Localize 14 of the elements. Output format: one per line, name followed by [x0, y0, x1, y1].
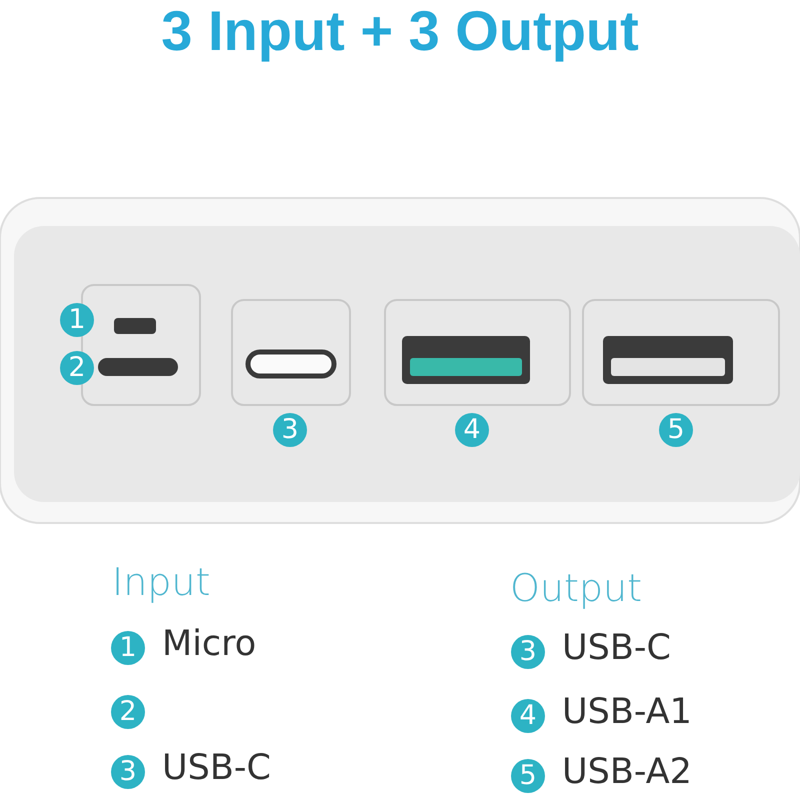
port-name: Micro [162, 624, 256, 664]
section-heading: Output [510, 566, 642, 610]
callout-number: 2 [111, 695, 145, 729]
port-name: USB-C [162, 748, 271, 788]
callout-number: 5 [511, 759, 545, 793]
port-name: USB-A1 [562, 692, 692, 732]
callout-number: 3 [511, 635, 545, 669]
port-name: USB-C [562, 628, 671, 668]
callout-number: 3 [111, 755, 145, 789]
page-title: 3 Input + 3 Output [160, 0, 640, 63]
callout-number: 1 [111, 631, 145, 665]
callout-number: 4 [511, 699, 545, 733]
section-heading: Input [112, 560, 210, 604]
port-name: USB-A2 [562, 752, 692, 792]
